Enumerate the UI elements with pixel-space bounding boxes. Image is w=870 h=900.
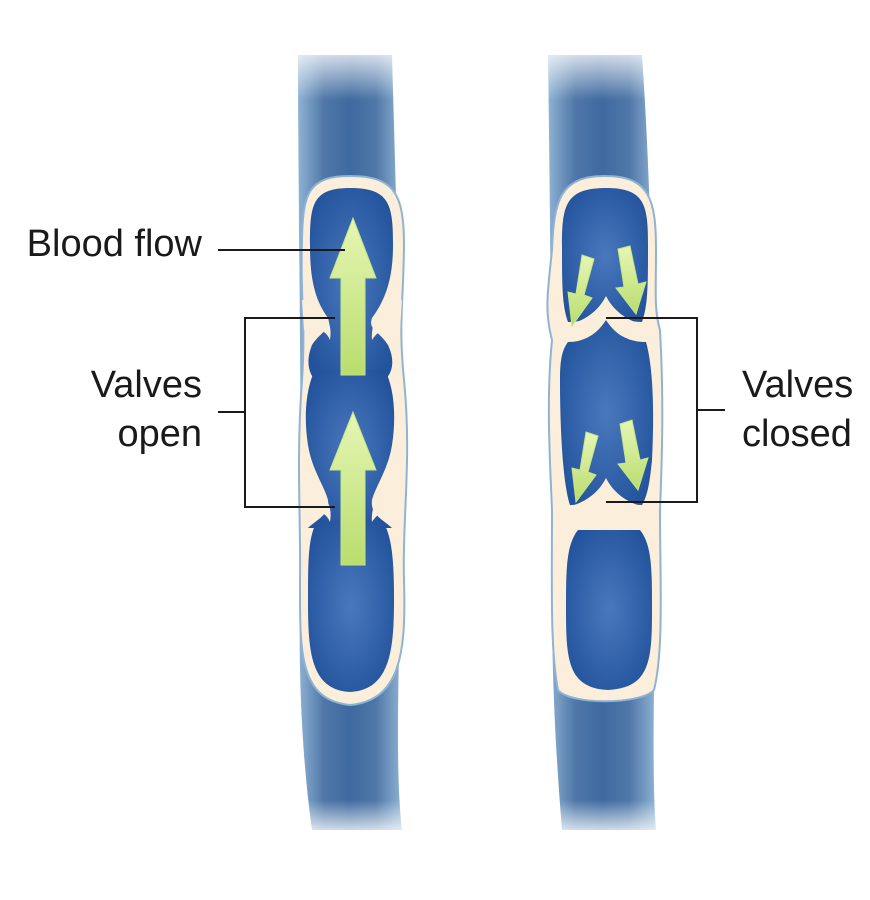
label-blood-flow: Blood flow [27,223,203,265]
label-valves-open-line1: Valves [91,364,202,406]
arrow-up-icon [329,410,377,566]
arrow-up-icon [329,216,377,376]
leader-lines [218,249,725,508]
label-valves-closed-line1: Valves [742,364,853,406]
arrow-down-icon [571,431,599,504]
label-valves-open-line2: open [117,413,202,455]
label-valves-closed-line2: closed [742,413,852,455]
vein-open [280,40,420,840]
arrow-down-icon [617,419,649,492]
valve-open-lower-left [302,485,331,522]
valve-open-lower-right [371,485,402,522]
vein-open-blood-bottom [308,520,394,692]
vein-closed [530,40,670,840]
valve-closed-upper [556,296,656,336]
arrow-down-icon [567,254,595,328]
vein-closed-blood-bottom [566,530,652,690]
valve-open-upper-left [302,300,331,340]
valve-open-upper-right [371,300,402,340]
arrow-down-icon [615,245,647,316]
